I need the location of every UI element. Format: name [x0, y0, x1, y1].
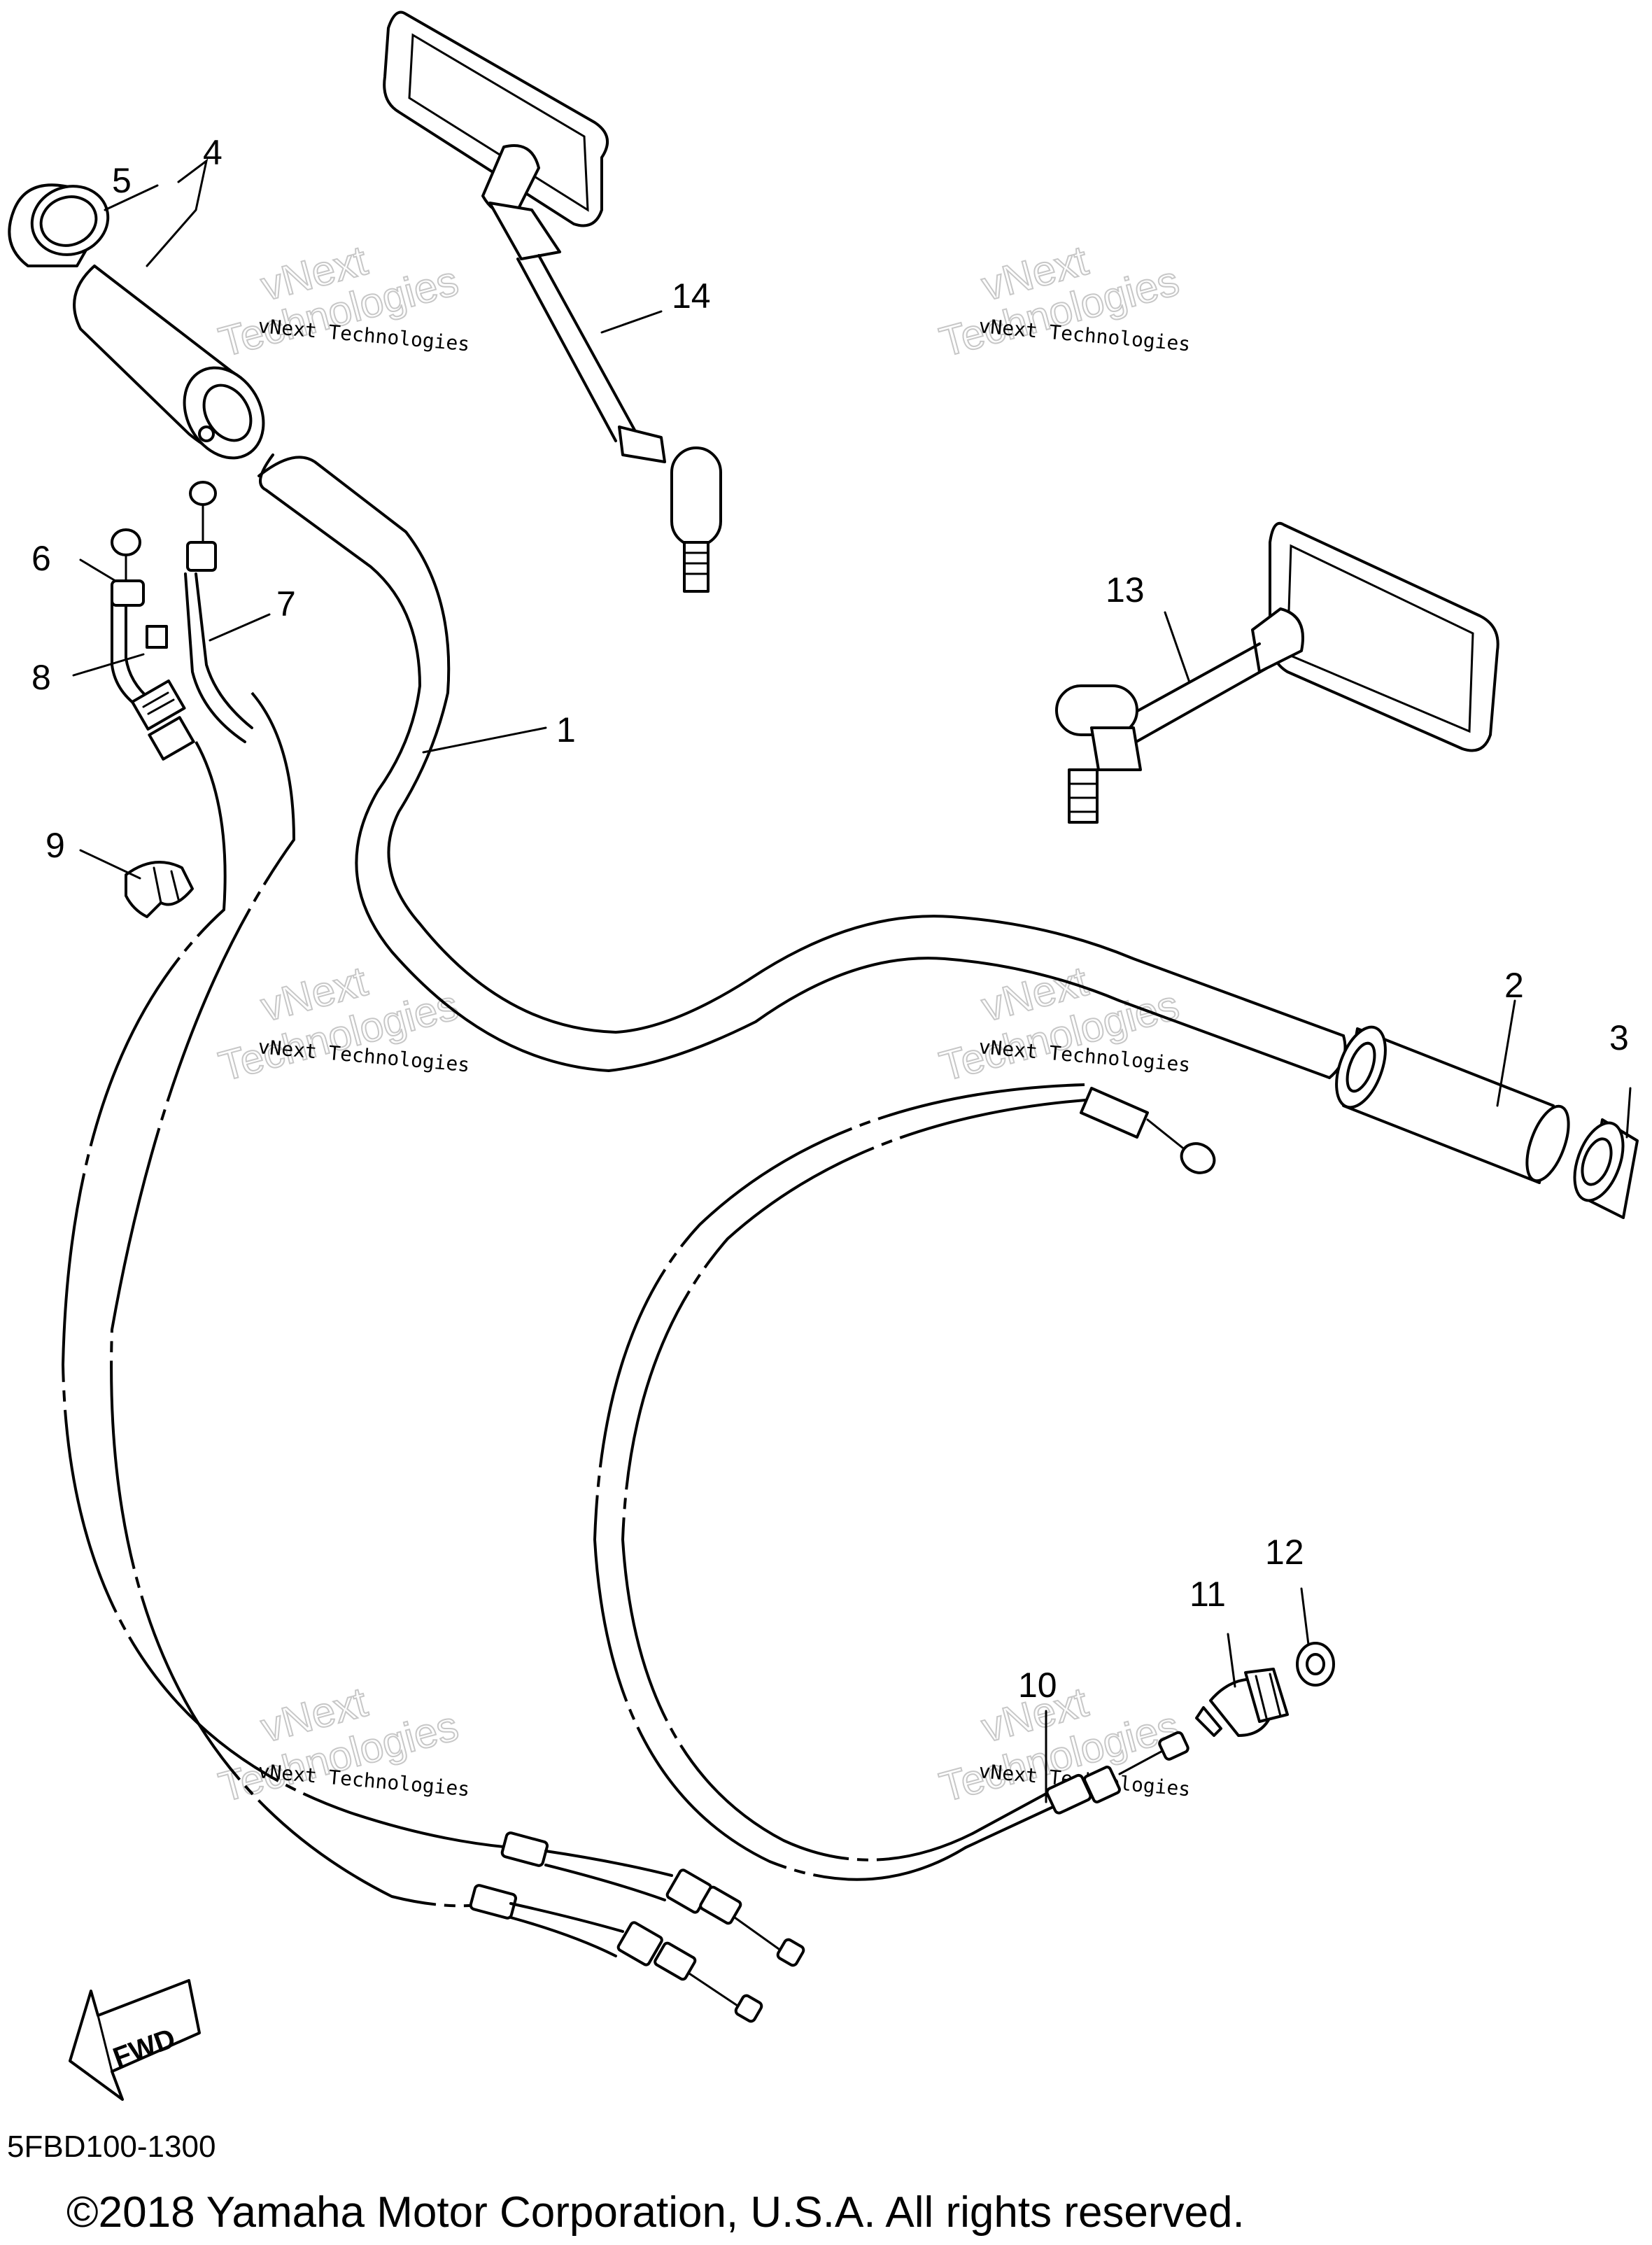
- clutch-cable-part-10: [593, 1083, 1216, 1881]
- watermark-mid-left: vNext Technologies vNext Technologies: [213, 957, 471, 1090]
- watermark-top-left: vNext Technologies vNext Technologies: [213, 236, 471, 366]
- throttle-grip-part-4: [73, 265, 265, 460]
- callout-2: 2: [1504, 966, 1524, 1005]
- callout-7: 7: [276, 584, 296, 624]
- watermark-bottom-left: vNext Technologies vNext Technologies: [213, 1677, 471, 1811]
- callout-8: 8: [31, 658, 51, 697]
- throttle-cables: [61, 481, 805, 2023]
- callout-6: 6: [31, 539, 51, 578]
- leader-lines: [72, 158, 1632, 1803]
- callout-14: 14: [672, 276, 711, 316]
- callout-12: 12: [1265, 1533, 1304, 1572]
- callout-13: 13: [1106, 570, 1145, 610]
- handlebar-part-1: [257, 453, 1347, 1079]
- left-mirror-part-14: [383, 10, 722, 593]
- grip-cap-part-5: [8, 183, 110, 267]
- callout-1: 1: [556, 710, 576, 749]
- adjuster-part-11: [1195, 1668, 1289, 1737]
- watermark-mid-right: vNext Technologies vNext Technologies: [934, 957, 1192, 1090]
- cable-clamp-part-9: [125, 861, 194, 918]
- callout-9: 9: [45, 826, 65, 865]
- callout-10: 10: [1018, 1666, 1057, 1705]
- watermark-top-right: vNext Technologies vNext Technologies: [934, 236, 1192, 366]
- callout-5: 5: [112, 161, 132, 200]
- diagram-code: 5FBD100-1300: [7, 2130, 216, 2164]
- callout-4: 4: [203, 133, 223, 172]
- callout-11: 11: [1189, 1575, 1226, 1614]
- right-mirror-part-13: [1055, 521, 1499, 824]
- bar-end-part-3: [1573, 1118, 1639, 1219]
- fwd-direction-arrow: FWD: [69, 1979, 201, 2101]
- right-grip-part-2: [1335, 1025, 1570, 1184]
- copyright-notice: ©2018 Yamaha Motor Corporation, U.S.A. A…: [66, 2188, 1245, 2237]
- callout-labels: 1 2 3 4 5 6 7 8 9 10 11 12 13 14: [31, 133, 1629, 1705]
- callout-3: 3: [1609, 1018, 1629, 1057]
- nut-part-12: [1296, 1642, 1335, 1687]
